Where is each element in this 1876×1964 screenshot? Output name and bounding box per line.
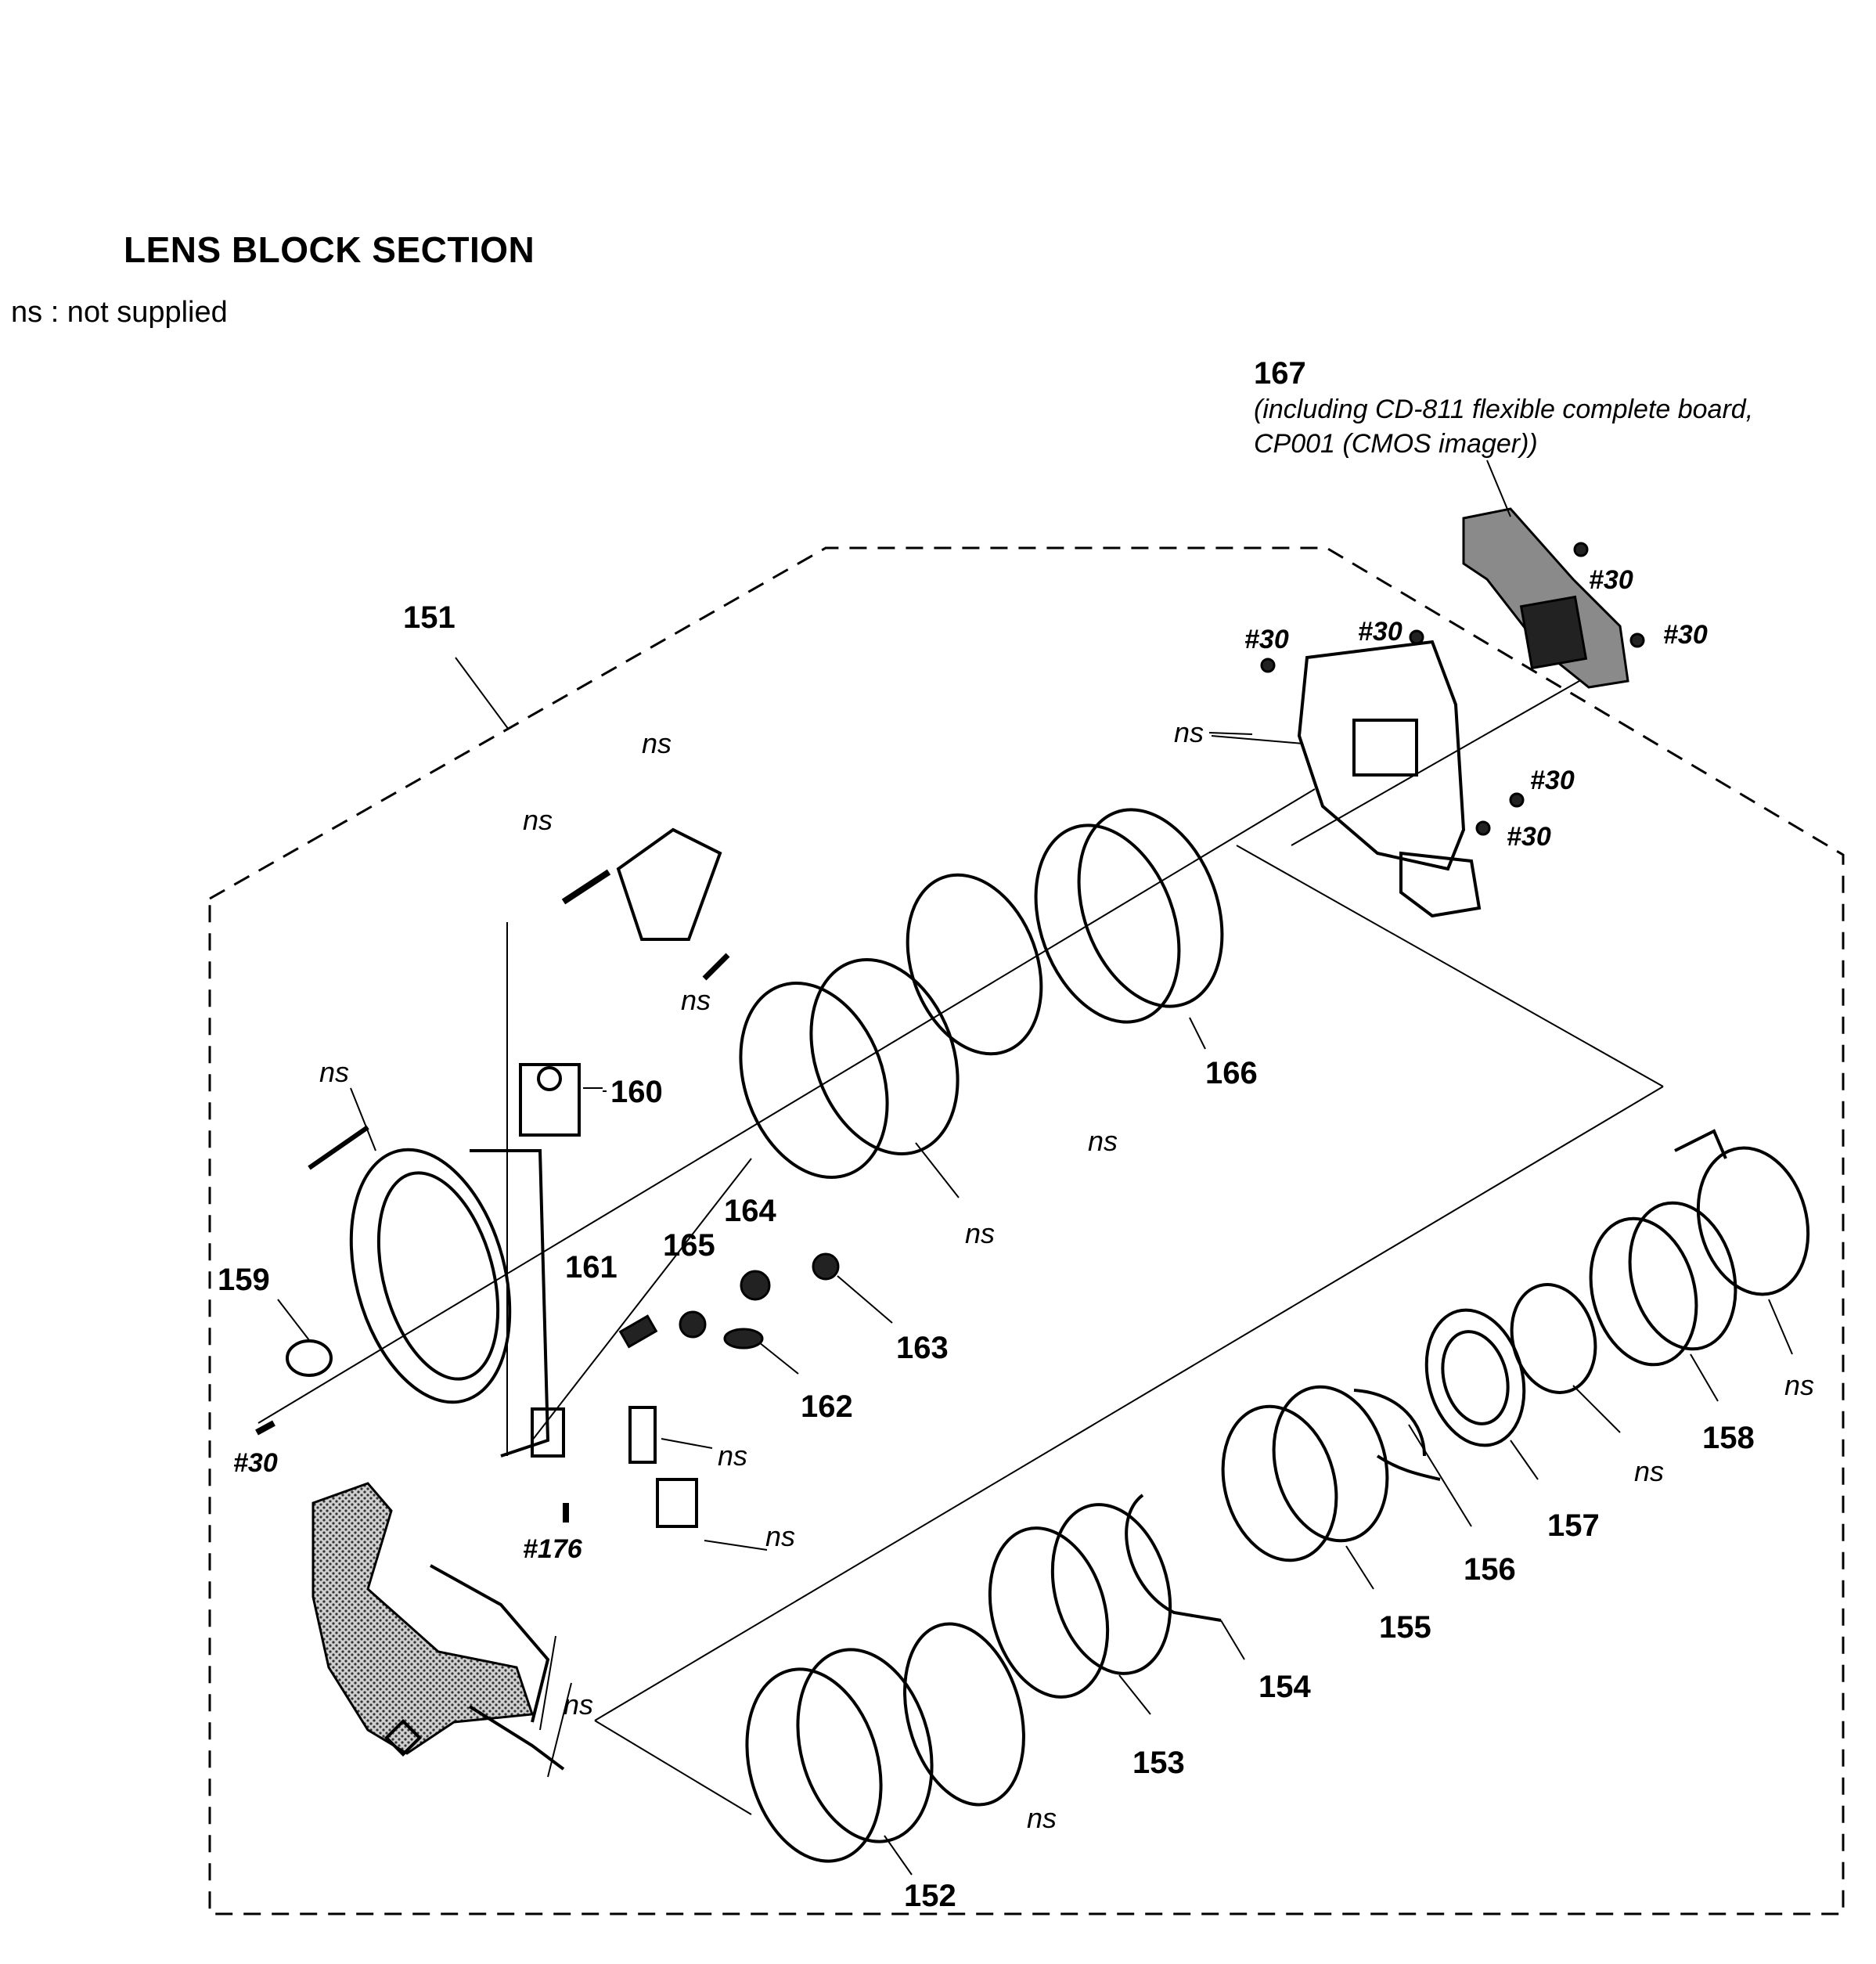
leader-151 xyxy=(455,657,510,730)
part-164-gear xyxy=(740,1270,771,1301)
leader-lines xyxy=(350,732,1253,1778)
part-158-housing xyxy=(1589,1201,1737,1402)
part-rear-module-ns xyxy=(1674,1129,1810,1355)
part-154-clip xyxy=(1125,1494,1245,1660)
screw-labels: #30 #30 #30 #30 #30 #30 #30 #176 xyxy=(233,565,1708,1564)
part-161-gear-shaft xyxy=(618,1314,658,1349)
ns-label: ns xyxy=(319,1056,349,1088)
label-151: 151 xyxy=(403,600,455,635)
part-o-ring-lower-ns xyxy=(903,1622,1025,1807)
ns-label: ns xyxy=(523,804,553,836)
label-157: 157 xyxy=(1547,1508,1600,1543)
label-159: 159 xyxy=(218,1263,270,1297)
label-167: 167 xyxy=(1254,356,1306,391)
diagram-title: LENS BLOCK SECTION xyxy=(124,229,535,270)
part-rear-frame-ns xyxy=(1211,640,1482,918)
label-156: 156 xyxy=(1464,1552,1516,1587)
legend-note: ns : not supplied xyxy=(11,296,228,329)
screw-label-176: #176 xyxy=(523,1534,583,1564)
part-166-ring xyxy=(1034,808,1224,1050)
assembly-axis-lines xyxy=(257,661,1664,1815)
note-167-line2: CP001 (CMOS imager)) xyxy=(1254,429,1538,459)
part-163-gear xyxy=(812,1252,893,1324)
part-157-plate xyxy=(1424,1308,1539,1480)
label-155: 155 xyxy=(1379,1610,1431,1645)
part-cam-ring-ns xyxy=(739,958,960,1198)
ns-label: ns xyxy=(564,1688,593,1721)
part-160-motor xyxy=(519,1063,603,1137)
ns-label: ns xyxy=(642,727,672,759)
ns-label: ns xyxy=(1634,1455,1664,1487)
screw-label-30: #30 xyxy=(1530,766,1575,795)
part-159 xyxy=(255,1299,333,1436)
ns-label: ns xyxy=(718,1440,747,1472)
ns-label: ns xyxy=(1174,716,1204,748)
label-162: 162 xyxy=(801,1389,853,1424)
label-158: 158 xyxy=(1702,1421,1755,1455)
part-plate-ns xyxy=(1510,1283,1621,1433)
ns-label: ns xyxy=(1027,1802,1057,1834)
ns-label: ns xyxy=(765,1520,795,1552)
screw-label-30: #30 xyxy=(233,1448,278,1478)
ns-label: ns xyxy=(965,1217,995,1249)
part-156-arcs xyxy=(1353,1389,1472,1527)
screw-label-30: #30 xyxy=(1663,620,1708,650)
label-154: 154 xyxy=(1258,1670,1311,1704)
part-cover-ns xyxy=(656,1478,698,1528)
part-153-barrel xyxy=(988,1503,1172,1715)
ns-labels: ns ns ns ns ns ns ns ns ns ns ns ns ns xyxy=(319,716,1814,1834)
label-160: 160 xyxy=(610,1075,663,1109)
assembly-boundary xyxy=(208,546,1845,1915)
screw-label-30: #30 xyxy=(1507,822,1551,852)
screw-label-30: #30 xyxy=(1358,617,1402,647)
ns-label: ns xyxy=(1088,1125,1118,1157)
screw-label-30: #30 xyxy=(1244,625,1289,654)
label-164: 164 xyxy=(724,1194,776,1228)
screws-30 xyxy=(1260,542,1645,836)
label-161: 161 xyxy=(565,1250,618,1285)
label-153: 153 xyxy=(1132,1746,1185,1780)
screw-label-30: #30 xyxy=(1589,565,1633,595)
ns-label: ns xyxy=(1784,1369,1814,1401)
part-152-front-cap xyxy=(745,1648,934,1876)
part-155-ring xyxy=(1221,1385,1389,1590)
part-flex-board-lower xyxy=(311,1482,565,1771)
label-166: 166 xyxy=(1205,1056,1258,1090)
part-main-barrel xyxy=(308,1125,565,1458)
part-pins-ns xyxy=(561,827,730,981)
part-162-sheet xyxy=(723,1328,799,1375)
label-152: 152 xyxy=(904,1879,956,1913)
part-167-flex-board xyxy=(1462,459,1629,689)
part-165-gear xyxy=(679,1310,707,1339)
ns-label: ns xyxy=(681,984,711,1016)
note-167-line1: (including CD-811 flexible complete boar… xyxy=(1254,395,1753,424)
label-163: 163 xyxy=(896,1331,949,1365)
label-165: 165 xyxy=(663,1228,715,1263)
part-sheet-ns xyxy=(628,1406,657,1464)
part-o-ring-ns xyxy=(906,873,1043,1056)
